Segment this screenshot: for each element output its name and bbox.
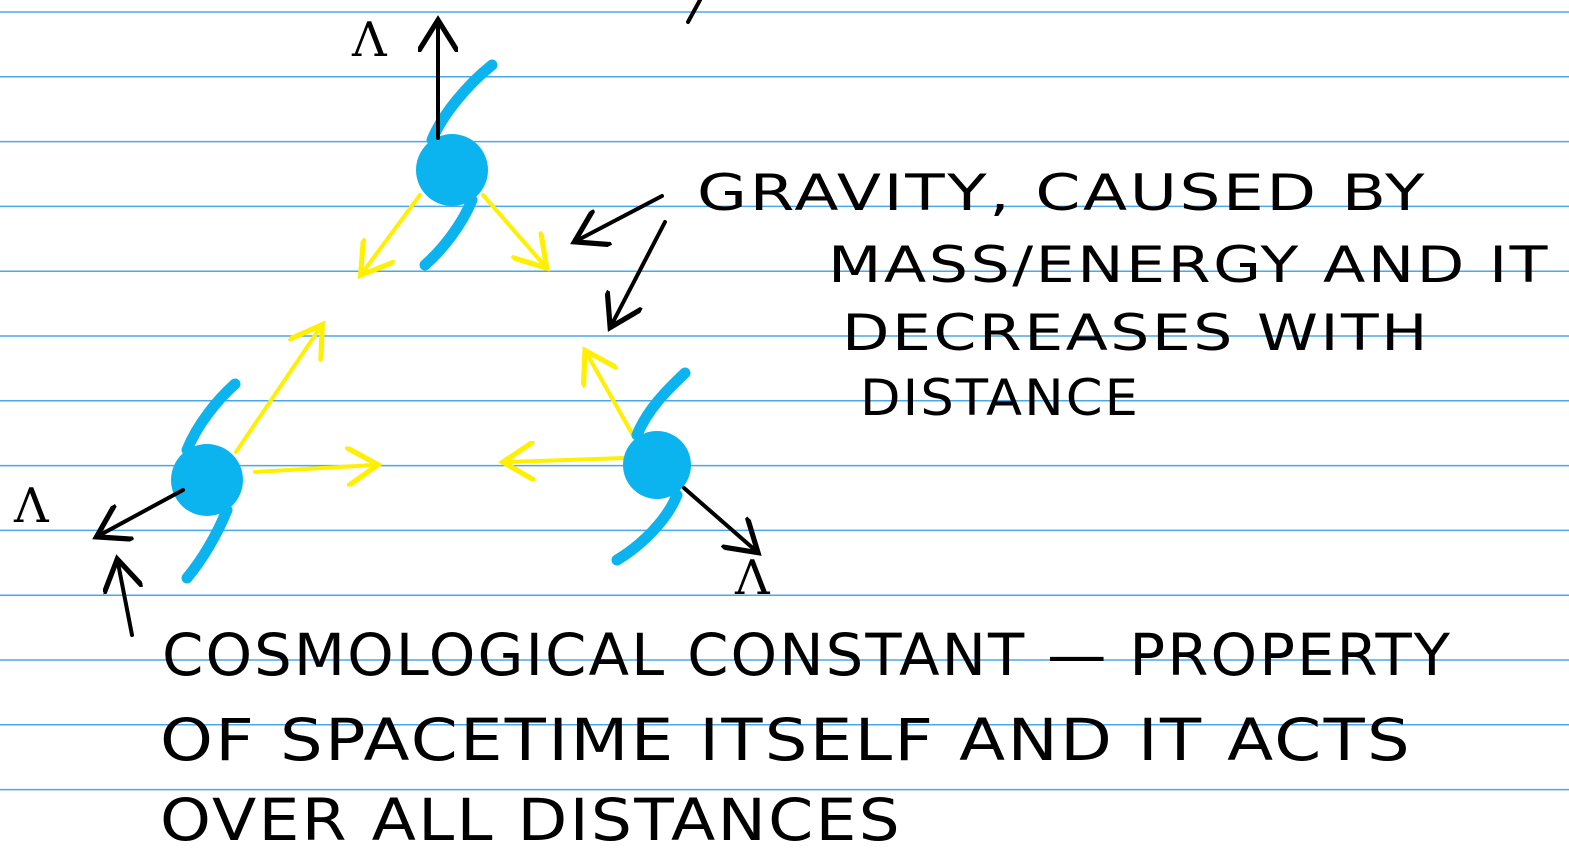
gravity-text-line2: MASS/ENERGY AND IT <box>828 236 1550 294</box>
constant-text-line2: OF SPACETIME ITSELF AND IT ACTS <box>160 706 1412 774</box>
lambda-arrow <box>100 488 185 535</box>
lambda-arrow <box>682 486 755 550</box>
galaxy-left <box>171 378 243 584</box>
lambda-arrows <box>100 24 755 637</box>
lambda-label-left: Λ <box>13 478 50 534</box>
notebook-rule-lines <box>0 11 1569 791</box>
gravity-arrow <box>481 193 544 265</box>
gravity-text-line4: DISTANCE <box>860 369 1140 427</box>
gravity-arrow <box>507 458 627 462</box>
galaxy-right <box>611 367 691 566</box>
gravity-pointer-arrow <box>578 194 664 240</box>
gravity-pointer-arrow <box>612 220 667 324</box>
galaxy-top <box>416 59 498 271</box>
gravity-arrow <box>587 354 636 439</box>
partial-ink-stroke <box>686 0 702 24</box>
constant-text-line3: OVER ALL DISTANCES <box>160 786 902 850</box>
lambda-label-top: Λ <box>351 12 388 68</box>
gravity-arrow <box>363 193 422 272</box>
gravity-arrow <box>234 328 320 454</box>
gravity-arrows <box>234 193 636 472</box>
lambda-label-right: Λ <box>734 550 771 606</box>
constant-text-line1: COSMOLOGICAL CONSTANT — PROPERTY <box>162 621 1452 689</box>
gravity-text-line1: GRAVITY, CAUSED BY <box>697 164 1427 222</box>
gravity-text-line3: DECREASES WITH <box>842 304 1430 362</box>
constant-pointer-arrow <box>118 563 132 637</box>
gravity-arrow <box>253 465 374 472</box>
